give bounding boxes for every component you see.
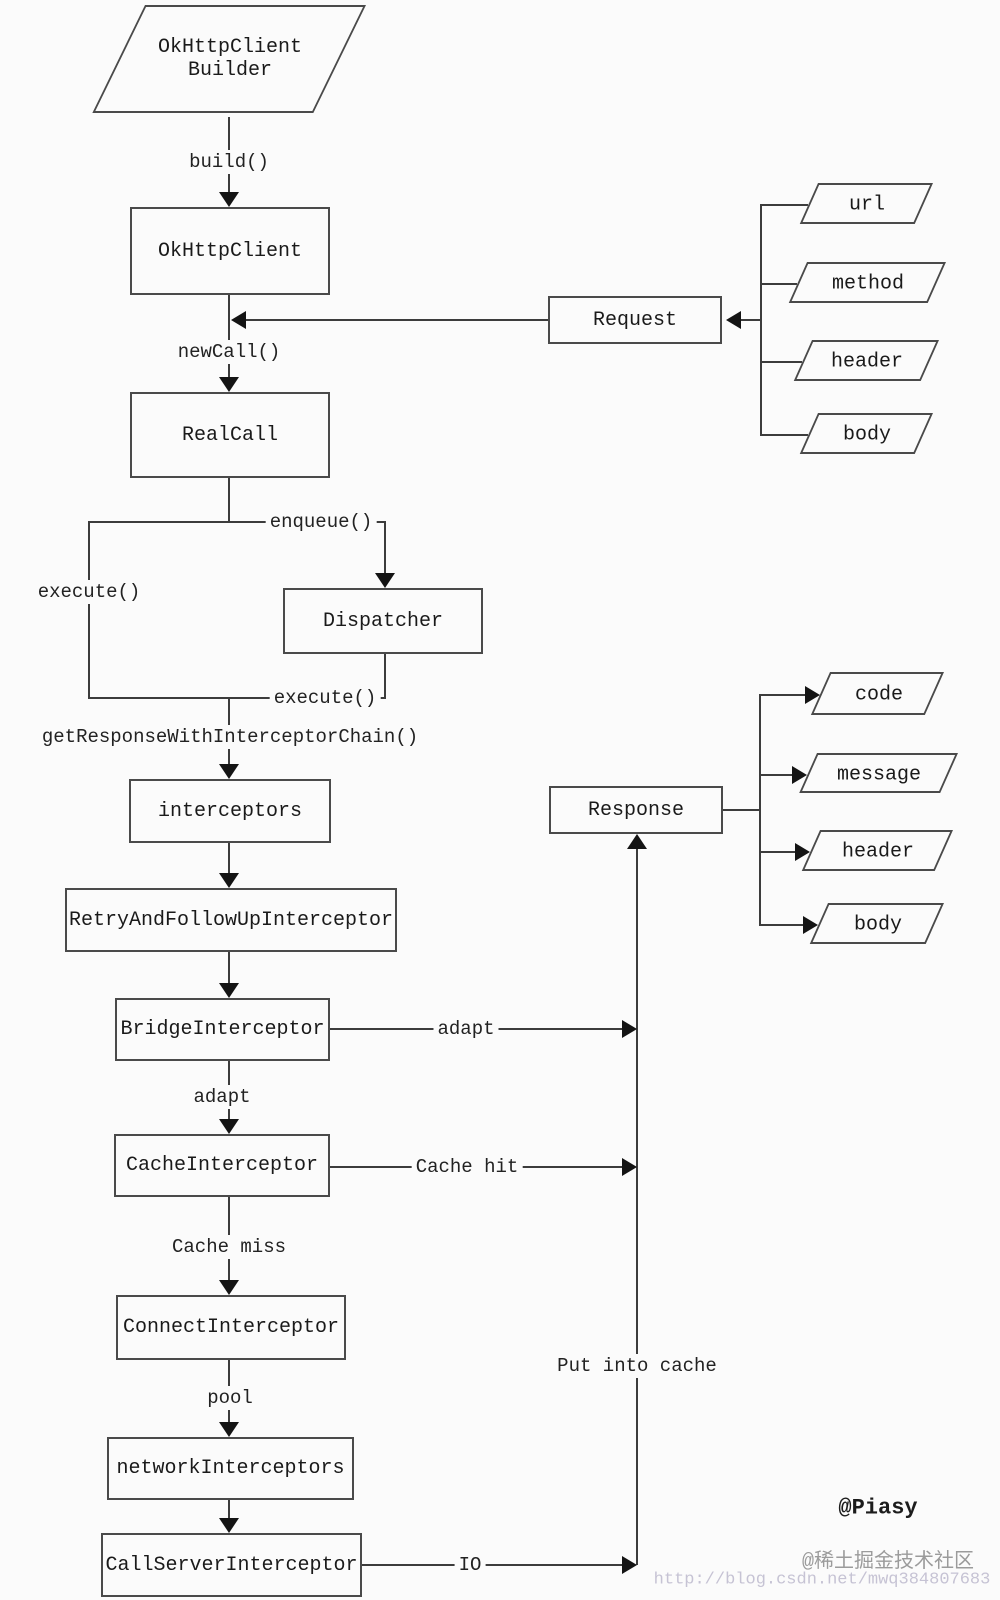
arrowhead-into-callserver bbox=[219, 1518, 239, 1533]
node-request-header-label: header bbox=[830, 350, 904, 374]
response-message-stub bbox=[759, 774, 794, 776]
edge-label-pool: pool bbox=[203, 1386, 257, 1410]
watermark-author: @Piasy bbox=[838, 1495, 918, 1521]
edge-label-build: build() bbox=[185, 150, 273, 174]
edge-retry-bridge-line bbox=[228, 952, 230, 985]
request-in-stub bbox=[738, 319, 762, 321]
node-bridgeinterceptor: BridgeInterceptor bbox=[115, 998, 330, 1061]
node-callserverinterceptor-label: CallServerInterceptor bbox=[105, 1553, 358, 1577]
builder-label-line1: OkHttpClient bbox=[157, 36, 303, 59]
edge-label-interceptor-chain: getResponseWithInterceptorChain() bbox=[37, 725, 423, 749]
arrowhead-into-dispatcher bbox=[375, 573, 395, 588]
edge-network-callserver-line bbox=[228, 1500, 230, 1520]
node-response-body-label: body bbox=[853, 913, 903, 937]
edge-label-execute-left: execute() bbox=[33, 580, 145, 604]
edge-branch-top-line bbox=[89, 521, 386, 523]
edge-execute-left-line bbox=[88, 521, 90, 699]
node-bridgeinterceptor-label: BridgeInterceptor bbox=[120, 1018, 325, 1041]
arrowhead-into-message bbox=[792, 766, 807, 784]
node-interceptors: interceptors bbox=[129, 779, 331, 843]
arrowhead-request-to-newcall bbox=[231, 311, 246, 329]
node-response-label: Response bbox=[587, 798, 684, 822]
response-body-stub bbox=[759, 924, 805, 926]
node-dispatcher-label: Dispatcher bbox=[322, 609, 444, 633]
node-connectinterceptor-label: ConnectInterceptor bbox=[122, 1316, 340, 1339]
edge-label-put-into-cache: Put into cache bbox=[553, 1354, 721, 1378]
arrowhead-adapt-into-spine bbox=[622, 1020, 637, 1038]
watermark-community: @稀土掘金技术社区 bbox=[801, 1551, 975, 1574]
node-callserverinterceptor: CallServerInterceptor bbox=[101, 1533, 362, 1597]
node-interceptors-label: interceptors bbox=[157, 799, 303, 823]
request-method-stub bbox=[760, 283, 797, 285]
request-body-stub bbox=[760, 434, 808, 436]
node-dispatcher: Dispatcher bbox=[283, 588, 483, 654]
edge-label-cache-hit: Cache hit bbox=[411, 1155, 523, 1179]
node-okhttpclient-label: OkHttpClient bbox=[157, 239, 303, 263]
arrowhead-into-resp-header bbox=[795, 843, 810, 861]
edge-enqueue-drop-line bbox=[384, 523, 386, 575]
edge-dispatcher-out-line bbox=[384, 654, 386, 698]
node-request-method-label: method bbox=[831, 272, 905, 296]
node-realcall: RealCall bbox=[130, 392, 330, 478]
response-header-stub bbox=[759, 851, 797, 853]
arrowhead-into-response bbox=[627, 834, 647, 849]
arrowhead-into-code bbox=[805, 686, 820, 704]
arrowhead-into-network bbox=[219, 1422, 239, 1437]
node-retryandfollowupinterceptor: RetryAndFollowUpInterceptor bbox=[65, 888, 397, 952]
node-request-body-label: body bbox=[842, 423, 892, 447]
edge-label-cache-miss: Cache miss bbox=[167, 1235, 291, 1259]
arrowhead-io-into-spine bbox=[622, 1556, 637, 1574]
node-request-url-label: url bbox=[848, 193, 886, 217]
node-okhttpclient: OkHttpClient bbox=[130, 207, 330, 295]
watermark-source-url: http://blog.csdn.net/mwq384807683 bbox=[653, 1570, 991, 1590]
node-networkinterceptors-label: networkInterceptors bbox=[116, 1457, 345, 1480]
arrowhead-into-connect bbox=[219, 1280, 239, 1295]
node-response-header-label: header bbox=[841, 840, 915, 864]
request-url-stub bbox=[760, 204, 808, 206]
request-header-stub bbox=[760, 361, 802, 363]
edge-label-io: IO bbox=[454, 1553, 486, 1577]
arrowhead-into-resp-body bbox=[803, 916, 818, 934]
arrowhead-into-cache bbox=[219, 1119, 239, 1134]
edge-io-line bbox=[362, 1564, 624, 1566]
arrowhead-into-okhttpclient bbox=[219, 192, 239, 207]
node-response-message-label: message bbox=[836, 763, 922, 787]
node-connectinterceptor: ConnectInterceptor bbox=[116, 1295, 346, 1360]
edge-response-spine-line bbox=[636, 846, 638, 1565]
node-cacheinterceptor: CacheInterceptor bbox=[114, 1134, 330, 1197]
edge-realcall-branch-line bbox=[228, 478, 230, 523]
node-realcall-label: RealCall bbox=[181, 423, 278, 447]
edge-interceptors-retry-line bbox=[228, 843, 230, 875]
node-retryandfollowupinterceptor-label: RetryAndFollowUpInterceptor bbox=[68, 908, 394, 932]
node-response-code-label: code bbox=[854, 683, 904, 707]
arrowhead-into-bridge bbox=[219, 983, 239, 998]
edge-label-newcall: newCall() bbox=[173, 340, 285, 364]
edge-label-execute-return: execute() bbox=[269, 686, 381, 710]
arrowhead-cachehit-into-spine bbox=[622, 1158, 637, 1176]
arrowhead-into-retry bbox=[219, 873, 239, 888]
node-request: Request bbox=[548, 296, 722, 344]
node-networkinterceptors: networkInterceptors bbox=[107, 1437, 354, 1500]
edge-label-enqueue: enqueue() bbox=[265, 510, 377, 534]
edge-request-feed-line bbox=[243, 319, 548, 321]
node-cacheinterceptor-label: CacheInterceptor bbox=[125, 1154, 319, 1177]
edge-label-adapt-down: adapt bbox=[189, 1085, 255, 1109]
edge-label-adapt-right: adapt bbox=[433, 1017, 499, 1041]
node-okhttpclient-builder-label: OkHttpClient Builder bbox=[158, 36, 302, 82]
edge-branch-bottom-line bbox=[89, 697, 386, 699]
response-code-stub bbox=[759, 694, 807, 696]
arrowhead-into-request bbox=[726, 311, 741, 329]
arrowhead-into-interceptors bbox=[219, 764, 239, 779]
response-out-stub bbox=[721, 809, 761, 811]
edge-newcall-line bbox=[228, 295, 230, 379]
arrowhead-into-realcall bbox=[219, 377, 239, 392]
node-response: Response bbox=[549, 786, 723, 834]
node-request-label: Request bbox=[592, 308, 677, 332]
builder-label-line2: Builder bbox=[187, 59, 272, 82]
